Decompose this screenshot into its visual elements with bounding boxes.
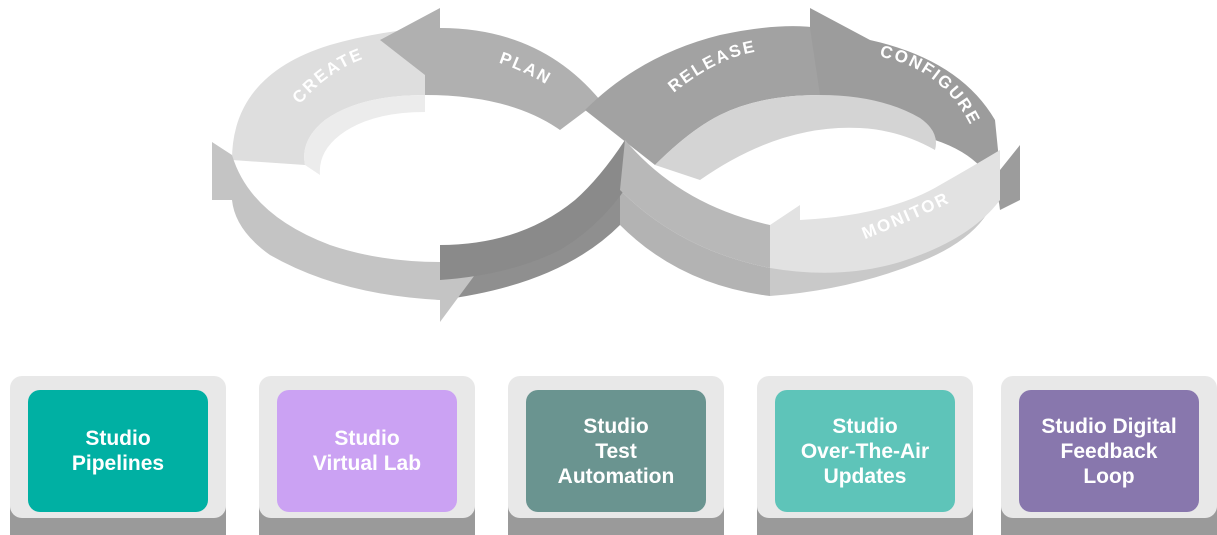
product-card-ota-updates: Studio Over-The-Air Updates [757, 376, 973, 535]
configure-arrow [810, 8, 1020, 210]
product-card-test-automation: Studio Test Automation [508, 376, 724, 535]
right-inner-wall [655, 95, 936, 180]
product-button-ota-updates[interactable]: Studio Over-The-Air Updates [775, 390, 955, 512]
product-button-digital-feedback-loop[interactable]: Studio Digital Feedback Loop [1019, 390, 1199, 512]
product-button-virtual-lab[interactable]: Studio Virtual Lab [277, 390, 457, 512]
devops-infinity-loop: CREATE PLAN RELEASE CONFIGURE VERIFY PAC… [212, 8, 1020, 322]
plan-arrow [380, 8, 600, 130]
product-button-pipelines[interactable]: Studio Pipelines [28, 390, 208, 512]
product-card-pipelines: Studio Pipelines [10, 376, 226, 535]
crossing-band [620, 140, 770, 268]
product-card-digital-feedback-loop: Studio Digital Feedback Loop [1001, 376, 1217, 535]
verify-arrow [212, 142, 480, 322]
package-segment [440, 140, 640, 280]
product-button-test-automation[interactable]: Studio Test Automation [526, 390, 706, 512]
release-segment [585, 26, 820, 166]
left-inner-wall [304, 95, 425, 175]
monitor-arrow [770, 150, 1000, 273]
product-card-virtual-lab: Studio Virtual Lab [259, 376, 475, 535]
create-segment [232, 28, 425, 165]
center-crossing-wall-2 [620, 190, 770, 296]
